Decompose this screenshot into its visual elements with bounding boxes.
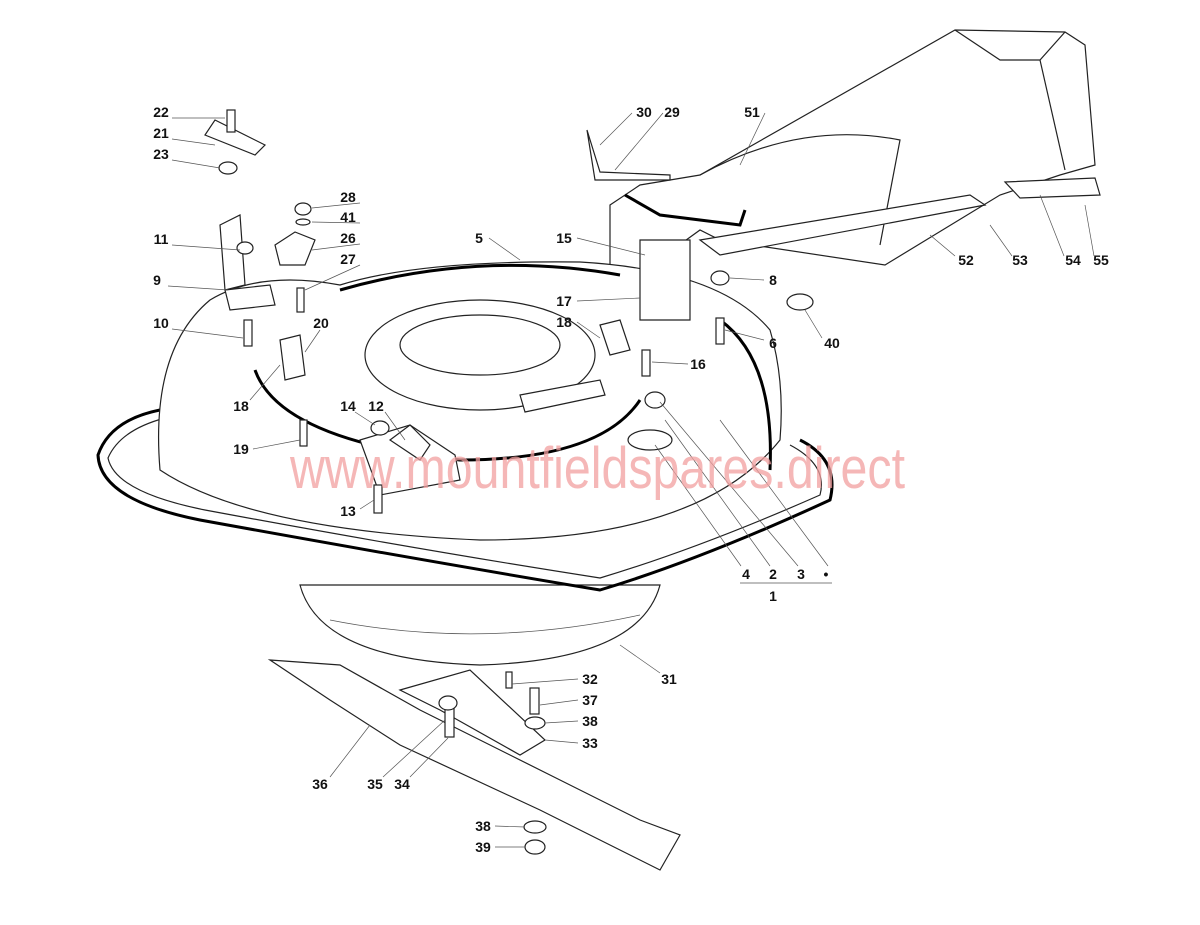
callout: 40 [824,335,840,351]
callout: 37 [582,692,598,708]
callout: 33 [582,735,598,751]
callout: 38 [475,818,491,834]
callout: 19 [233,441,249,457]
callout: 55 [1093,252,1109,268]
callout: 31 [661,671,677,687]
cutter-deck [96,261,834,666]
callout: 10 [153,315,169,331]
callout: 5 [475,230,483,246]
callout: 41 [340,209,356,225]
callout: 27 [340,251,356,267]
callout: 14 [340,398,356,414]
callout: 29 [664,104,680,120]
hardware [204,109,814,514]
callout: 52 [958,252,974,268]
callout: 26 [340,230,356,246]
callout: 1 [769,588,777,604]
watermark: www.mountfieldspares.direct [289,436,905,501]
callout: 9 [153,272,161,288]
callout: 53 [1012,252,1028,268]
callout: 38 [582,713,598,729]
callout: 28 [340,189,356,205]
callout: 22 [153,104,169,120]
callout: 8 [769,272,777,288]
callout-labels: 22 21 23 28 41 26 27 11 9 10 20 18 14 12… [153,104,1109,855]
callout: 54 [1065,252,1081,268]
callout: 32 [582,671,598,687]
callout: 12 [368,398,384,414]
callout: 18 [233,398,249,414]
callout: 30 [636,104,652,120]
callout: 17 [556,293,572,309]
callout: 35 [367,776,383,792]
discharge-chute [609,29,1101,297]
callout: 51 [744,104,760,120]
callout: 4 [742,566,750,582]
callout: 13 [340,503,356,519]
callout: 21 [153,125,169,141]
callout: • [824,566,829,582]
callout: 36 [312,776,328,792]
callout: 23 [153,146,169,162]
callout: 2 [769,566,777,582]
callout: 39 [475,839,491,855]
blade-assembly [267,659,681,871]
callout: 18 [556,314,572,330]
callout: 6 [769,335,777,351]
callout: 16 [690,356,706,372]
leader-lines [167,112,1095,848]
callout: 15 [556,230,572,246]
callout: 20 [313,315,329,331]
callout: 34 [394,776,410,792]
callout: 11 [154,231,169,247]
callout: 3 [797,566,805,582]
